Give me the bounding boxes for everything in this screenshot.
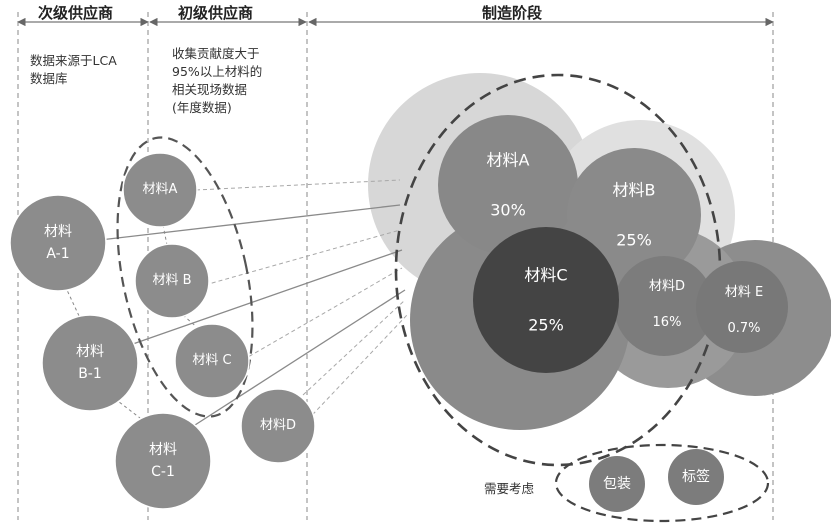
header-secondary-supplier: 次级供应商	[38, 4, 114, 22]
link-primary-d-lower-to-manufacturing	[297, 314, 408, 431]
link-primary-b-to-manufacturing	[204, 229, 401, 286]
consider-label: 需要考虑	[484, 481, 535, 496]
primary-label-c: 材料 C	[192, 353, 232, 368]
link-primary-a-to-b	[162, 224, 168, 246]
label-circle	[668, 449, 724, 505]
note-secondary-data-source: 数据来源于LCA 数据库	[30, 53, 117, 86]
material-b-label: 材料B 25%	[613, 153, 656, 278]
material-d-name: 材料D	[648, 279, 686, 294]
link-a1-to-manufacturing	[99, 204, 401, 241]
secondary-circle-c1	[114, 412, 212, 510]
secondary-label-c1: 材料 C-1	[149, 442, 177, 480]
header-primary-supplier: 初级供应商	[178, 4, 254, 22]
material-a-label: 材料A 30%	[487, 123, 530, 248]
secondary-label-b1: 材料 B-1	[76, 344, 104, 382]
material-e-label: 材料 E 0.7%	[725, 266, 763, 356]
primary-circle-d	[240, 388, 316, 464]
header-manufacturing: 制造阶段	[482, 4, 543, 22]
primary-circle-b	[134, 243, 210, 319]
material-circle-b	[567, 148, 701, 282]
link-primary-c-to-manufacturing	[242, 267, 403, 361]
secondary-circle-b1	[41, 314, 139, 412]
material-circle-c	[473, 227, 619, 373]
consider-group-ellipse	[554, 443, 770, 523]
link-primary-a-to-manufacturing	[195, 179, 401, 191]
primary-group-ellipse	[116, 136, 254, 418]
material-b-name: 材料B	[612, 180, 656, 200]
material-a-name: 材料A	[486, 150, 530, 170]
packaging-circle	[589, 456, 645, 512]
primary-label-a: 材料A	[142, 182, 178, 197]
primary-label-d: 材料D	[259, 418, 297, 433]
material-circle-d	[614, 256, 714, 356]
link-primary-d-upper-to-manufacturing	[302, 299, 406, 396]
material-c-share: 25%	[528, 315, 564, 335]
material-b-share: 25%	[616, 230, 652, 250]
material-a-share: 30%	[490, 200, 526, 220]
secondary-to-manufacturing-lines	[99, 204, 406, 426]
secondary-label-a1: 材料 A-1	[44, 224, 72, 262]
material-d-label: 材料D 16%	[649, 260, 685, 350]
link-b1-to-manufacturing	[129, 249, 403, 346]
primary-label-b: 材料 B	[152, 273, 192, 288]
tag-label: 标签	[682, 469, 710, 485]
material-e-share: 0.7%	[727, 321, 761, 336]
material-e-name: 材料 E	[724, 285, 764, 300]
material-d-share: 16%	[652, 315, 682, 330]
material-c-label: 材料C 25%	[524, 238, 567, 363]
note-primary-data-collection: 收集贡献度大于 95%以上材料的 相关现场数据 (年度数据)	[172, 46, 263, 115]
primary-to-manufacturing-lines	[195, 179, 408, 431]
material-circle-e	[696, 261, 788, 353]
primary-circle-a	[122, 152, 198, 228]
material-c-name: 材料C	[524, 265, 568, 285]
link-c1-to-manufacturing	[194, 289, 406, 426]
material-circle-a	[438, 115, 578, 255]
packaging-label: 包装	[603, 476, 631, 492]
primary-circle-c	[174, 323, 250, 399]
secondary-circle-a1	[9, 194, 107, 292]
